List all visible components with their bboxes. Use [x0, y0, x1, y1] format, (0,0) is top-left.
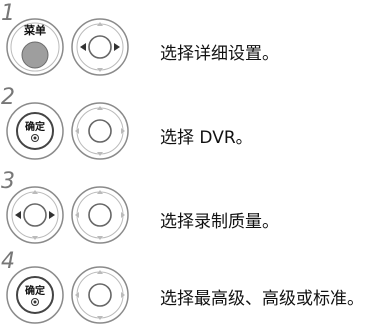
left-right-navigation-pad[interactable]	[6, 186, 64, 244]
step-number: 3	[1, 169, 15, 194]
instruction-text: 选择 DVR。	[160, 128, 253, 148]
ok-button[interactable]: 确定	[6, 266, 64, 324]
instruction-text: 选择最高级、高级或标准。	[160, 289, 364, 309]
step-number: 2	[1, 85, 15, 110]
ok-dot-icon	[31, 134, 39, 142]
step-1-illustration: 1 菜单	[1, 1, 129, 76]
navigation-pad[interactable]	[71, 266, 129, 324]
step-1: 1 菜单 选择详细设置。	[0, 0, 392, 80]
ok-button-label: 确定	[25, 284, 45, 297]
step-2: 2 确定 选择 DVR。	[0, 84, 392, 164]
left-arrow-icon	[15, 211, 21, 219]
navigation-pad[interactable]	[71, 186, 129, 244]
step-number: 1	[1, 1, 15, 26]
instruction-text: 选择录制质量。	[160, 212, 279, 232]
menu-button-label: 菜单	[23, 23, 46, 37]
menu-button[interactable]: 菜单	[6, 18, 64, 76]
ok-dot-icon	[31, 298, 39, 306]
navigation-pad[interactable]	[71, 102, 129, 160]
step-3: 3 选择录制质量。	[0, 168, 392, 248]
ok-button-label: 确定	[25, 120, 45, 133]
step-4: 4 确定 选择最高级、高级或标准。	[0, 248, 392, 328]
right-arrow-icon	[49, 211, 55, 219]
step-4-illustration: 4 确定	[1, 249, 129, 324]
instruction-text: 选择详细设置。	[160, 44, 279, 64]
step-number: 4	[1, 249, 15, 274]
left-arrow-icon	[80, 43, 86, 51]
right-arrow-icon	[114, 43, 120, 51]
step-2-illustration: 2 确定	[1, 85, 129, 160]
ok-button[interactable]: 确定	[6, 102, 64, 160]
navigation-pad[interactable]	[71, 18, 129, 76]
step-3-illustration: 3	[1, 169, 129, 244]
